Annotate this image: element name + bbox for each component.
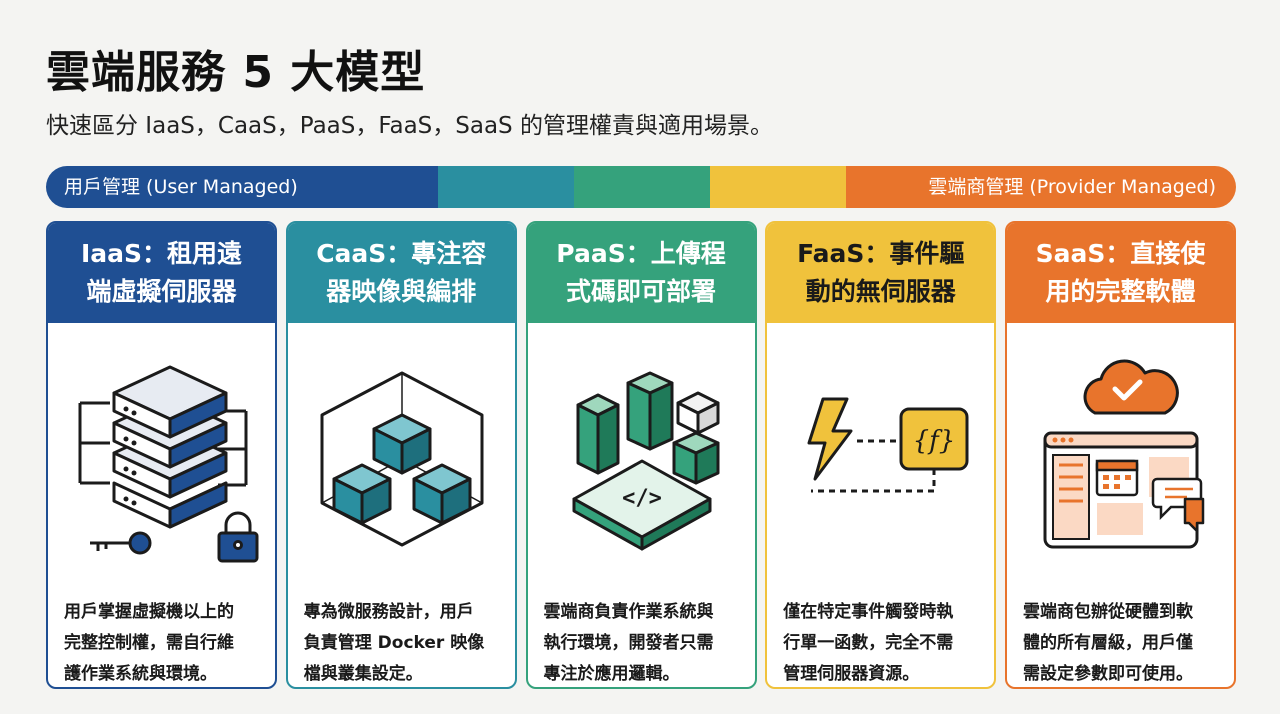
card-caas-description: 專為微服務設計，用戶 負責管理 Docker 映像 檔與叢集設定。 — [303, 597, 503, 687]
page-subtitle: 快速區分 IaaS，CaaS，PaaS，FaaS，SaaS 的管理權責與適用場景… — [46, 113, 773, 139]
card-iaas-description: 用戶掌握虛擬機以上的 完整控制權，需自行維 護作業系統與環境。 — [64, 597, 263, 687]
bar-segment-saas — [846, 166, 1236, 208]
management-spectrum-bar: 用戶管理 (User Managed) 雲端商管理 (Provider Mana… — [46, 166, 1236, 208]
card-faas: FaaS：事件驅 動的無伺服器 {f} 僅在特定事件觸發時執 行單一函數，完全不… — [765, 221, 997, 689]
container-cube-icon — [298, 353, 505, 563]
card-caas-title-line2: 器映像與編排 — [326, 277, 477, 306]
server-stack-icon — [58, 353, 265, 563]
card-paas-description: 雲端商負責作業系統與 執行環境，開發者只需 專注於應用邏輯。 — [543, 597, 743, 687]
card-iaas-desc-line: 護作業系統與環境。 — [64, 664, 217, 684]
lightning-function-icon: {f} — [777, 353, 984, 563]
card-iaas-desc-line: 完整控制權，需自行維 — [64, 633, 234, 653]
card-iaas-desc-line: 用戶掌握虛擬機以上的 — [64, 602, 234, 622]
user-managed-label: 用戶管理 (User Managed) — [64, 176, 298, 198]
cloud-app-icon — [1017, 353, 1224, 563]
card-saas-header: SaaS：直接使 用的完整軟體 — [1007, 223, 1234, 323]
card-iaas-title-line2: 端虛擬伺服器 — [86, 277, 237, 306]
card-saas: SaaS：直接使 用的完整軟體 — [1005, 221, 1236, 689]
card-caas-title-line1: CaaS：專注容 — [316, 239, 487, 268]
page-title: 雲端服務 5 大模型 — [46, 47, 426, 98]
card-paas-desc-line: 雲端商負責作業系統與 — [543, 602, 714, 622]
model-cards: IaaS：租用遠 端虛擬伺服器 — [46, 221, 1236, 689]
card-saas-title-line2: 用的完整軟體 — [1045, 277, 1196, 306]
card-faas-title-line2: 動的無伺服器 — [805, 277, 956, 306]
card-saas-desc-line: 體的所有層級，用戶僅 — [1023, 633, 1193, 653]
card-faas-desc-line: 行單一函數，完全不需 — [783, 633, 954, 653]
card-caas-header: CaaS：專注容 器映像與編排 — [287, 223, 515, 323]
function-symbol: {f} — [913, 426, 956, 456]
card-saas-desc-line: 雲端商包辦從硬體到軟 — [1023, 602, 1193, 622]
card-paas-desc-line: 專注於應用邏輯。 — [543, 664, 680, 684]
code-symbol: </> — [622, 486, 662, 511]
bar-segment-caas — [438, 166, 574, 208]
card-caas-desc-line: 專為微服務設計，用戶 — [303, 602, 474, 622]
bar-segment-faas — [710, 166, 846, 208]
card-paas-title-line2: 式碼即可部署 — [565, 277, 716, 306]
card-iaas-header: IaaS：租用遠 端虛擬伺服器 — [48, 223, 275, 323]
provider-managed-label: 雲端商管理 (Provider Managed) — [928, 176, 1216, 198]
code-blocks-icon: </> — [538, 353, 745, 563]
card-paas-desc-line: 執行環境，開發者只需 — [543, 633, 714, 653]
card-saas-desc-line: 需設定參數即可使用。 — [1023, 664, 1193, 684]
card-paas-title-line1: PaaS：上傳程 — [556, 239, 726, 268]
card-caas-desc-line: 負責管理 Docker 映像 — [303, 633, 485, 653]
bar-segment-iaas — [46, 166, 438, 208]
card-paas-header: PaaS：上傳程 式碼即可部署 — [527, 223, 755, 323]
card-paas: PaaS：上傳程 式碼即可部署 — [525, 221, 757, 689]
card-faas-description: 僅在特定事件觸發時執 行單一函數，完全不需 管理伺服器資源。 — [783, 597, 982, 687]
card-faas-desc-line: 僅在特定事件觸發時執 — [783, 602, 954, 622]
card-faas-header: FaaS：事件驅 動的無伺服器 — [767, 223, 995, 323]
card-saas-title-line1: SaaS：直接使 — [1035, 239, 1206, 268]
card-iaas: IaaS：租用遠 端虛擬伺服器 — [46, 221, 277, 689]
card-iaas-title-line1: IaaS：租用遠 — [80, 239, 243, 268]
card-saas-description: 雲端商包辦從硬體到軟 體的所有層級，用戶僅 需設定參數即可使用。 — [1023, 597, 1222, 687]
bar-segment-paas — [574, 166, 710, 208]
card-faas-title-line1: FaaS：事件驅 — [797, 239, 965, 268]
card-caas: CaaS：專注容 器映像與編排 — [285, 221, 517, 689]
card-caas-desc-line: 檔與叢集設定。 — [303, 664, 423, 684]
card-faas-desc-line: 管理伺服器資源。 — [783, 664, 920, 684]
